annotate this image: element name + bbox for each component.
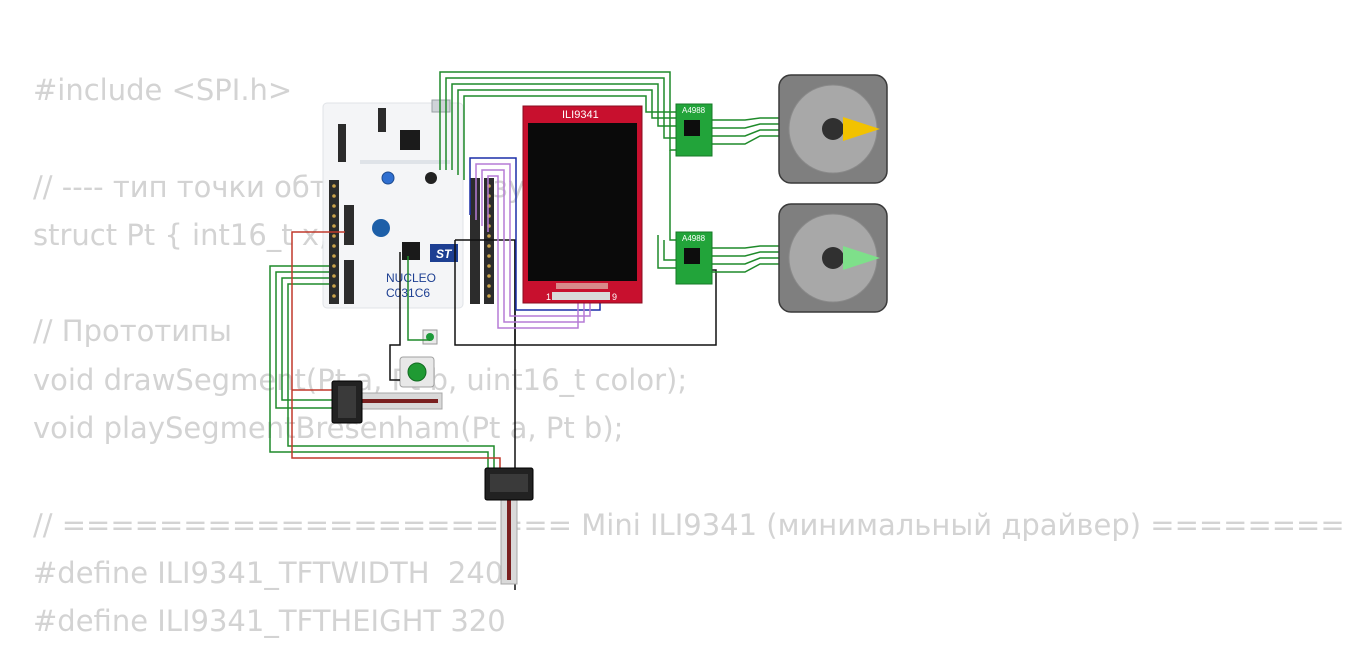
display-label: ILI9341 bbox=[562, 109, 599, 121]
code-line: // ===================== Mini ILI9341 (м… bbox=[33, 507, 1345, 542]
code-line: #include <SPI.h> bbox=[33, 73, 293, 107]
driver-2-label: A4988 bbox=[682, 234, 706, 243]
code-line: #define ILI9341_TFTHEIGHT 320 bbox=[33, 604, 506, 639]
slide-potentiometer-horizontal[interactable] bbox=[331, 380, 443, 424]
driver-1-label: A4988 bbox=[682, 106, 706, 115]
st-logo: ST bbox=[436, 247, 453, 261]
code-line: // ---- тип точки обт зу bbox=[33, 169, 526, 204]
code-line: #define ILI9341_TFTWIDTH 240 bbox=[33, 555, 504, 590]
circuit-diagram: ST NUCLEO C031C6 bbox=[269, 71, 888, 590]
motor-2-pointer bbox=[843, 246, 880, 270]
board-name-line1: NUCLEO bbox=[386, 271, 436, 285]
push-button[interactable] bbox=[399, 356, 435, 388]
reset-button[interactable] bbox=[422, 329, 438, 345]
code-editor-background: #include <SPI.h> // ---- тип точки обт зу… bbox=[33, 66, 1345, 638]
slide-potentiometer-vertical[interactable] bbox=[484, 467, 534, 585]
display-pin-last: 9 bbox=[612, 292, 617, 302]
motor-1-pointer bbox=[843, 117, 880, 141]
display-pin-first: 1 bbox=[546, 292, 551, 302]
wires bbox=[269, 71, 780, 590]
stepper-driver-2[interactable]: A4988 bbox=[675, 231, 713, 285]
stepper-driver-1[interactable]: A4988 bbox=[675, 103, 713, 157]
stepper-motor-1[interactable] bbox=[778, 74, 888, 184]
ili9341-display[interactable]: ILI9341 1 9 bbox=[522, 105, 643, 304]
code-line: void playSegmentBresenham(Pt a, Pt b); bbox=[33, 411, 624, 446]
stepper-motor-2[interactable] bbox=[778, 203, 888, 313]
code-line: struct Pt { int16_t x, bbox=[33, 217, 329, 252]
code-line: // Прототипы bbox=[33, 314, 232, 349]
